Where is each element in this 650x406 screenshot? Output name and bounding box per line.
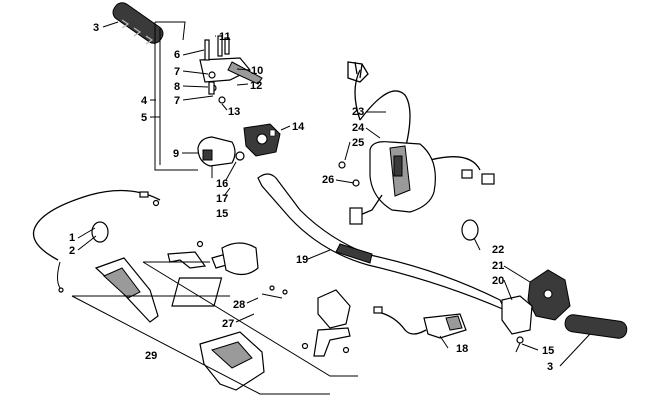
- callout-10: 10: [251, 65, 263, 77]
- throttle-lever-assembly: [199, 35, 263, 104]
- control-housing-right: [338, 61, 495, 225]
- callout-11: 11: [219, 31, 231, 43]
- callout-1: 1: [69, 232, 75, 244]
- callout-labels: 3 1 2 4 5 6 7 8 7 9 10 11 12 13 14 16 17…: [69, 22, 554, 373]
- callout-16: 16: [216, 178, 228, 190]
- hardware-kit: [171, 277, 288, 307]
- callout-24: 24: [352, 122, 365, 134]
- callout-6: 6: [174, 49, 180, 61]
- callout-4: 4: [141, 95, 148, 107]
- callout-29: 29: [145, 350, 157, 362]
- callout-25: 25: [352, 137, 364, 149]
- handlebar: [257, 173, 507, 312]
- clamp-ring-left: [91, 221, 109, 243]
- callout-22: 22: [492, 244, 504, 256]
- callout-21: 21: [492, 260, 504, 272]
- switch-housing: [243, 123, 281, 157]
- callout-3-top: 3: [93, 22, 99, 34]
- callout-15-left: 15: [216, 208, 228, 220]
- heater-element: [373, 306, 467, 339]
- callout-12: 12: [250, 80, 262, 92]
- throttle-cable: [32, 189, 161, 293]
- callout-9: 9: [173, 148, 179, 160]
- callout-20: 20: [492, 275, 504, 287]
- brake-lever-assembly: [501, 269, 571, 353]
- callout-5: 5: [141, 112, 147, 124]
- callout-3-right: 3: [547, 361, 553, 373]
- callout-26: 26: [322, 174, 334, 186]
- callout-7-lower: 7: [174, 95, 180, 107]
- left-hand-grip: [112, 2, 164, 45]
- callout-19: 19: [296, 254, 308, 266]
- callout-7-upper: 7: [174, 66, 180, 78]
- throttle-cable-loop: [154, 21, 198, 171]
- mounting-brackets: [167, 240, 351, 357]
- callout-18: 18: [456, 343, 468, 355]
- callout-2: 2: [69, 245, 75, 257]
- hand-guard-upper: [94, 257, 159, 323]
- callout-15-right: 15: [542, 345, 554, 357]
- hand-guard-lower: [199, 331, 265, 391]
- callout-28: 28: [233, 299, 245, 311]
- hand-guard-group-outline: [71, 261, 358, 395]
- callout-27: 27: [222, 318, 234, 330]
- callout-8: 8: [174, 81, 180, 93]
- right-hand-grip: [564, 314, 628, 339]
- callout-17: 17: [216, 193, 228, 205]
- callout-14: 14: [292, 121, 305, 133]
- clamp-ring-right: [461, 219, 479, 241]
- callout-23: 23: [352, 106, 364, 118]
- throttle-housing: [197, 136, 245, 178]
- callout-13: 13: [228, 106, 240, 118]
- leader-lines: [77, 21, 591, 367]
